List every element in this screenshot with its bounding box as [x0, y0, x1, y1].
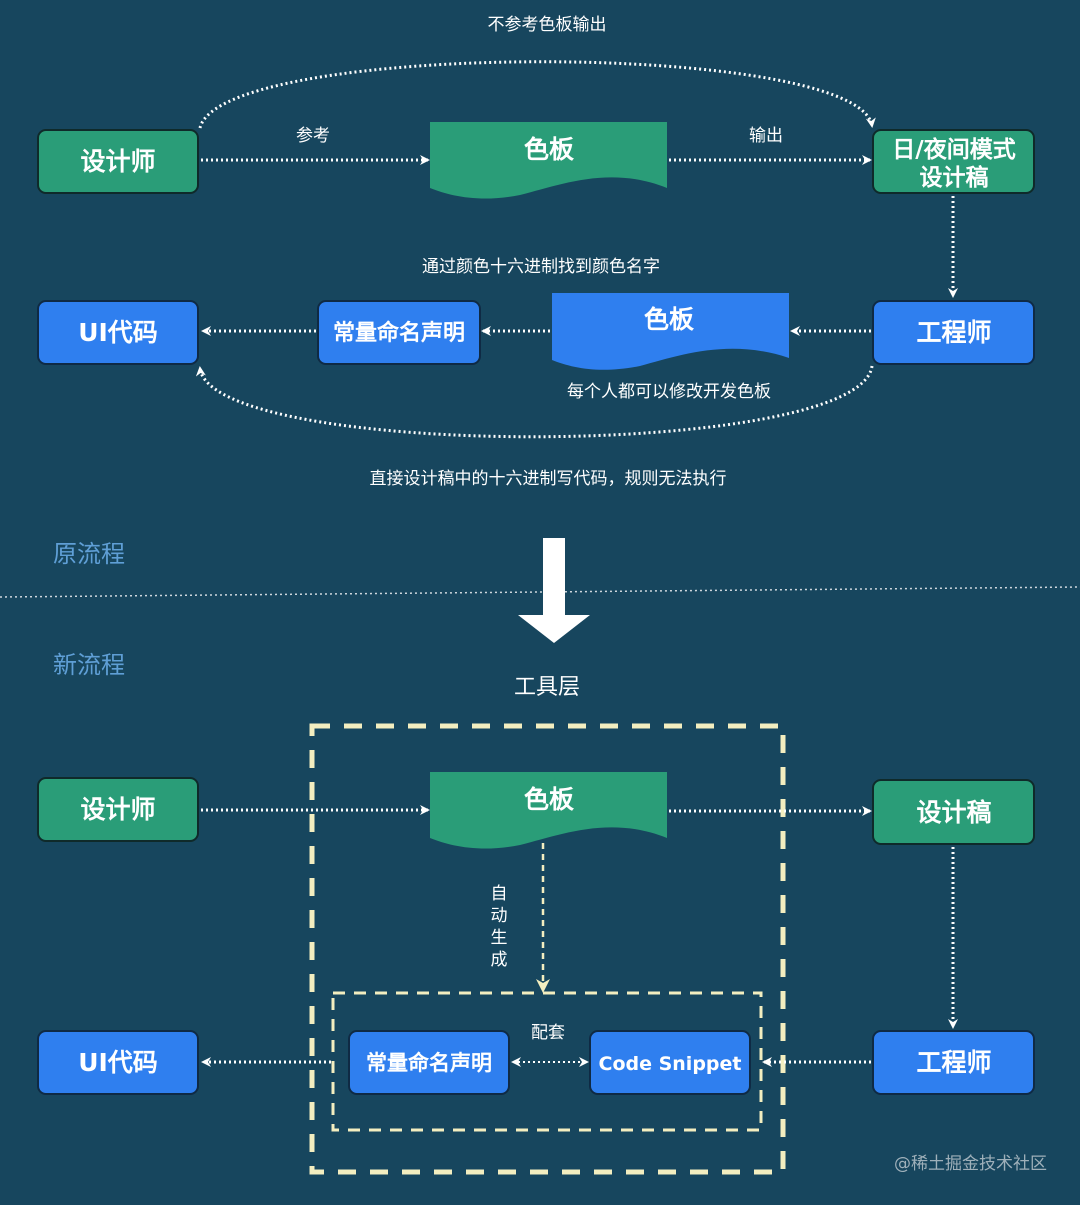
engineer-label: 工程师: [916, 318, 991, 347]
refer-label: 参考: [296, 126, 330, 146]
node-code-snippet[interactable]: Code Snippet: [589, 1030, 751, 1095]
palette-blue-caption: 每个人都可以修改开发色板: [567, 382, 771, 402]
node-engineer-new[interactable]: 工程师: [872, 1030, 1035, 1095]
palette-label: 色板: [524, 785, 574, 814]
hex-lookup-caption: 通过颜色十六进制找到颜色名字: [422, 257, 660, 277]
node-ui-code-old[interactable]: UI代码: [37, 300, 199, 365]
node-design-draft-old[interactable]: 日/夜间模式 设计稿: [872, 129, 1035, 194]
node-design-draft-new[interactable]: 设计稿: [872, 779, 1035, 845]
section-label-new: 新流程: [53, 651, 125, 679]
node-palette-new[interactable]: 色板: [430, 772, 667, 849]
palette-label: 色板: [524, 135, 574, 164]
design-draft-line2: 设计稿: [920, 164, 989, 191]
constants-label: 常量命名声明: [366, 1051, 492, 1075]
code-snippet-label: Code Snippet: [599, 1053, 742, 1075]
top-curve-label: 不参考色板输出: [488, 15, 607, 35]
node-designer-new[interactable]: 设计师: [37, 777, 199, 842]
ui-code-label: UI代码: [78, 318, 158, 347]
output-label: 输出: [749, 126, 783, 146]
match-label: 配套: [531, 1023, 565, 1043]
connector-skip-palette: [198, 60, 876, 129]
engineer-label: 工程师: [916, 1048, 991, 1077]
design-draft-label: 设计稿: [916, 798, 991, 827]
watermark: @稀土掘金技术社区: [894, 1154, 1047, 1174]
node-palette-blue-old[interactable]: 色板: [552, 293, 789, 370]
node-ui-code-new[interactable]: UI代码: [37, 1030, 199, 1095]
bottom-curve-label: 直接设计稿中的十六进制写代码，规则无法执行: [370, 469, 727, 489]
auto-generate-char: 成: [491, 950, 508, 970]
ui-code-label: UI代码: [78, 1048, 158, 1077]
constants-label: 常量命名声明: [333, 320, 465, 346]
node-palette-green-old[interactable]: 色板: [430, 122, 667, 199]
section-divider: [0, 586, 1080, 598]
auto-generate-char: 动: [491, 906, 508, 926]
connector-direct-hex: [195, 365, 874, 439]
auto-generate-char: 生: [491, 928, 508, 948]
designer-label: 设计师: [80, 795, 155, 824]
section-label-old: 原流程: [53, 540, 125, 568]
node-designer-old[interactable]: 设计师: [37, 129, 199, 194]
auto-generate-char: 自: [491, 884, 508, 904]
node-constants-new[interactable]: 常量命名声明: [348, 1030, 510, 1095]
tool-layer-label: 工具层: [514, 675, 580, 700]
node-engineer-old[interactable]: 工程师: [872, 300, 1035, 365]
node-constants-old[interactable]: 常量命名声明: [317, 300, 481, 365]
designer-label: 设计师: [80, 147, 155, 176]
code-layer-boundary: [331, 991, 763, 1132]
auto-generate-label: 自 动 生 成: [491, 884, 508, 970]
transition-arrow-icon: [518, 538, 590, 643]
tool-layer-boundary: [309, 723, 786, 1175]
palette-blue-label: 色板: [644, 305, 694, 334]
design-draft-line1: 日/夜间模式: [892, 136, 1015, 163]
